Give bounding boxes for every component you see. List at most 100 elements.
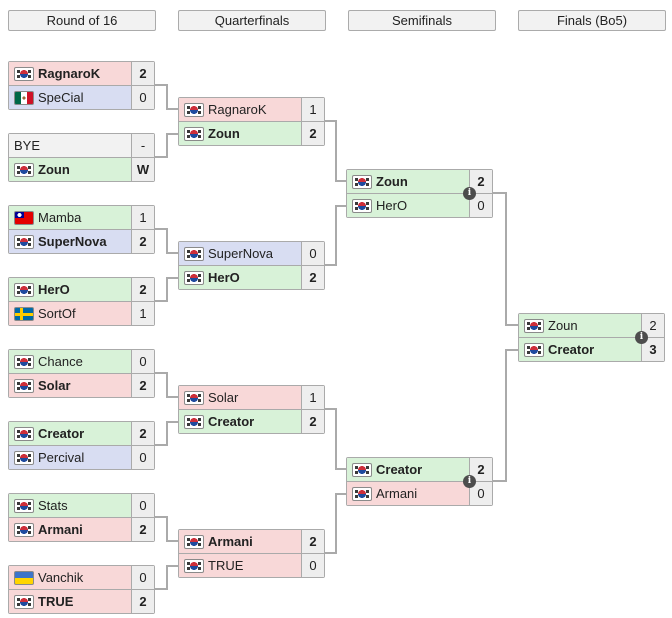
player-score: 2 [131, 374, 154, 397]
player-name[interactable]: TRUE [38, 594, 74, 609]
player-row: RagnaroK 1 [179, 98, 324, 122]
match-qf-4: Armani 2 TRUE 0 [178, 529, 325, 578]
bracket-connector [166, 372, 168, 398]
flag-icon [15, 595, 33, 608]
player-row: Zoun W [9, 158, 154, 181]
match-info-icon[interactable]: i [635, 331, 648, 344]
flag-icon [525, 319, 543, 332]
match-qf-2: SuperNova 0 HerO 2 [178, 241, 325, 290]
player-name[interactable]: SpeCial [38, 90, 84, 105]
player-name[interactable]: Zoun [548, 318, 578, 333]
player-name[interactable]: Creator [376, 462, 423, 477]
flag-icon [15, 427, 33, 440]
player-name[interactable]: Armani [376, 486, 418, 501]
bracket-connector [492, 480, 507, 482]
player-name[interactable]: SuperNova [208, 246, 274, 261]
flag-icon [353, 199, 371, 212]
player-row: Solar 1 [179, 386, 324, 410]
bracket-connector [324, 264, 337, 266]
player-row: BYE - [9, 134, 154, 158]
player-name[interactable]: Percival [38, 450, 85, 465]
player-name[interactable]: Zoun [208, 126, 240, 141]
flag-icon [15, 91, 33, 104]
player-score: 0 [301, 242, 324, 265]
bracket-connector [505, 192, 507, 326]
player-name[interactable]: Creator [208, 414, 255, 429]
player-score: 0 [469, 194, 492, 217]
flag-icon [353, 463, 371, 476]
player-name[interactable]: Chance [38, 354, 83, 369]
bracket-connector [324, 552, 337, 554]
bracket-connector [154, 300, 168, 302]
player-score: 2 [301, 266, 324, 289]
bracket-connector [154, 156, 168, 158]
flag-icon [15, 163, 33, 176]
flag-icon [15, 523, 33, 536]
player-name[interactable]: Armani [38, 522, 83, 537]
player-row: Vanchik 0 [9, 566, 154, 590]
player-name[interactable]: Vanchik [38, 570, 84, 585]
match-qf-1: RagnaroK 1 Zoun 2 [178, 97, 325, 146]
flag-icon [15, 499, 33, 512]
bracket-connector [505, 349, 519, 351]
player-score: 2 [131, 518, 154, 541]
flag-icon [15, 451, 33, 464]
player-name[interactable]: HerO [38, 282, 70, 297]
player-name[interactable]: RagnaroK [38, 66, 101, 81]
player-row: TRUE 2 [9, 590, 154, 613]
flag-icon [185, 247, 203, 260]
player-score: 2 [641, 314, 664, 337]
match-r16-7: Stats 0 Armani 2 [8, 493, 155, 542]
player-name[interactable]: Solar [208, 390, 239, 405]
player-row: Chance 0 [9, 350, 154, 374]
match-info-icon[interactable]: i [463, 475, 476, 488]
player-score: 0 [131, 350, 154, 373]
player-row: Zoun 2 [179, 122, 324, 145]
player-score: 0 [131, 494, 154, 517]
bracket-connector [166, 277, 179, 279]
player-row: SpeCial 0 [9, 86, 154, 109]
player-name[interactable]: TRUE [208, 558, 244, 573]
player-score: - [131, 134, 154, 157]
match-r16-2: BYE - Zoun W [8, 133, 155, 182]
player-score: 0 [469, 482, 492, 505]
player-score: 2 [469, 458, 492, 481]
player-name[interactable]: HerO [376, 198, 408, 213]
player-score: 2 [469, 170, 492, 193]
player-name[interactable]: Creator [548, 342, 595, 357]
flag-icon [15, 355, 33, 368]
player-name[interactable]: Zoun [376, 174, 408, 189]
player-name[interactable]: Stats [38, 498, 68, 513]
player-name[interactable]: Solar [38, 378, 71, 393]
player-row: Zoun 2 [347, 170, 492, 194]
player-score: W [131, 158, 154, 181]
flag-icon [185, 535, 203, 548]
match-info-icon[interactable]: i [463, 187, 476, 200]
player-name[interactable]: Mamba [38, 210, 82, 225]
player-name[interactable]: SuperNova [38, 234, 107, 249]
flag-icon [15, 307, 33, 320]
player-name[interactable]: Zoun [38, 162, 70, 177]
player-row: HerO 0 [347, 194, 492, 217]
bracket-connector [335, 120, 337, 182]
player-score: 1 [131, 206, 154, 229]
flag-icon [185, 271, 203, 284]
bracket-connector [505, 324, 519, 326]
player-name[interactable]: Armani [208, 534, 253, 549]
player-name[interactable]: SortOf [38, 306, 76, 321]
bracket-connector [154, 516, 168, 518]
player-score: 2 [301, 530, 324, 553]
player-score: 0 [131, 86, 154, 109]
player-name[interactable]: Creator [38, 426, 85, 441]
match-sf-1: Zoun 2 HerO 0 i [346, 169, 493, 218]
player-name[interactable]: HerO [208, 270, 240, 285]
flag-icon [185, 103, 203, 116]
bracket-connector [335, 408, 337, 470]
flag-icon [15, 235, 33, 248]
player-name[interactable]: RagnaroK [208, 102, 267, 117]
bracket-connector [154, 444, 168, 446]
round-header-finals: Finals (Bo5) [518, 10, 666, 31]
bracket-connector [154, 588, 168, 590]
bracket-connector [324, 408, 337, 410]
flag-icon [353, 175, 371, 188]
